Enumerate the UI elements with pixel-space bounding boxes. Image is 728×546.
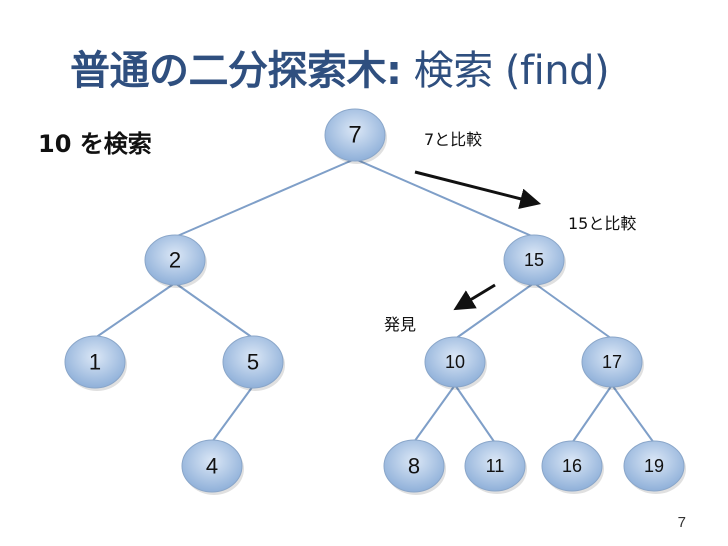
edge-layer bbox=[94, 158, 655, 444]
edge-n15-n10 bbox=[454, 282, 535, 340]
page-number: 7 bbox=[677, 514, 686, 531]
edge-n5-n4 bbox=[211, 385, 254, 443]
node-circle bbox=[383, 439, 445, 493]
node-label: 10 bbox=[445, 352, 465, 372]
edge-n15-n17 bbox=[533, 282, 613, 340]
tree-node-1: 1 bbox=[64, 335, 127, 391]
node-label: 5 bbox=[247, 350, 259, 375]
node-circle bbox=[424, 336, 486, 388]
edge-n17-n16 bbox=[571, 384, 613, 444]
edge-n2-n5 bbox=[174, 282, 254, 339]
tree-node-11: 11 bbox=[464, 440, 527, 494]
node-circle bbox=[181, 439, 243, 493]
slide-title: 普通の二分探索木: 検索 (find) bbox=[70, 38, 610, 96]
tree-node-2: 2 bbox=[144, 234, 207, 288]
edge-n7-n15 bbox=[354, 158, 535, 238]
annotation-found: 発見 bbox=[384, 315, 417, 334]
tree-node-7: 7 bbox=[324, 108, 387, 164]
node-circle bbox=[541, 440, 603, 492]
node-label: 19 bbox=[644, 456, 664, 476]
node-circle bbox=[324, 108, 386, 162]
title-light: 検索 (find) bbox=[413, 48, 610, 94]
node-label: 4 bbox=[206, 454, 218, 479]
node-label: 17 bbox=[602, 352, 622, 372]
title-bold: 普通の二分探索木: bbox=[70, 48, 402, 94]
annotation-compare-15: 15と比較 bbox=[568, 214, 637, 233]
node-circle bbox=[464, 440, 526, 492]
tree-node-4: 4 bbox=[181, 439, 244, 495]
node-circle bbox=[144, 234, 206, 286]
tree-node-17: 17 bbox=[581, 336, 644, 390]
edge-n10-n11 bbox=[454, 384, 496, 444]
node-label: 16 bbox=[562, 456, 582, 476]
node-circle bbox=[222, 335, 284, 389]
node-label: 8 bbox=[408, 454, 420, 479]
tree-node-15: 15 bbox=[503, 234, 566, 288]
node-circle bbox=[623, 440, 685, 492]
tree-node-10: 10 bbox=[424, 336, 487, 390]
arrow-found bbox=[453, 283, 496, 311]
edge-n17-n19 bbox=[611, 384, 655, 444]
node-circle bbox=[64, 335, 126, 389]
node-label: 1 bbox=[89, 350, 101, 375]
arrow-compare-7-to-15 bbox=[414, 170, 542, 210]
edge-n10-n8 bbox=[413, 384, 456, 443]
annotation-compare-7: 7と比較 bbox=[424, 130, 483, 149]
tree-node-19: 19 bbox=[623, 440, 686, 494]
edge-n2-n1 bbox=[94, 282, 176, 339]
node-circle bbox=[503, 234, 565, 286]
node-label: 2 bbox=[169, 248, 181, 273]
tree-node-5: 5 bbox=[222, 335, 285, 391]
node-label: 11 bbox=[486, 456, 505, 476]
edge-n7-n2 bbox=[174, 158, 356, 238]
search-target-label: 10 を検索 bbox=[38, 130, 152, 158]
tree-node-8: 8 bbox=[383, 439, 446, 495]
node-circle bbox=[581, 336, 643, 388]
node-label: 7 bbox=[348, 122, 361, 149]
node-label: 15 bbox=[524, 250, 544, 270]
tree-node-16: 16 bbox=[541, 440, 604, 494]
